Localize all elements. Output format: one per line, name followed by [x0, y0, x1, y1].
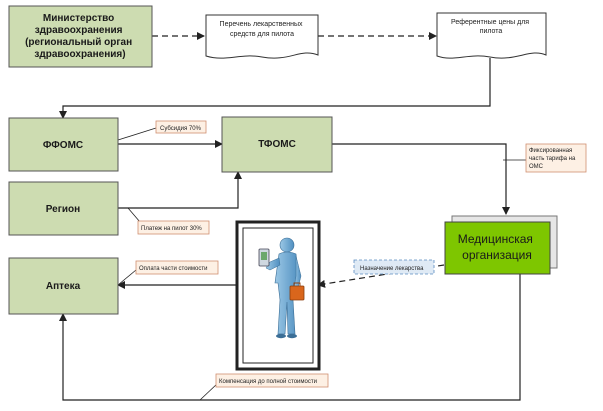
callout-partial-payment-text: Оплата части стоимости	[139, 266, 207, 272]
fixed-tariff-line-3: ОМС	[529, 164, 544, 170]
callout-subsidy-text: Субсидия 70%	[160, 126, 202, 132]
ffoms-label: ФФОМС	[43, 140, 83, 151]
ministry-line-2: здравоохранения	[35, 25, 123, 36]
ref-prices-line-2: пилота	[480, 28, 503, 35]
medical-org-line-2: организация	[462, 248, 532, 262]
callout-partial-payment: Оплата части стоимости	[135, 260, 219, 275]
leader-subsidy	[117, 127, 157, 141]
connector-region-to-tfoms	[118, 171, 242, 209]
ref-prices-line-1: Референтные цены для	[451, 19, 529, 26]
svg-text:Министерство здравоохран: Министерство здравоохранения (региональн…	[25, 13, 135, 60]
pharmacy-label: Аптека	[46, 281, 81, 292]
ministry-line-4: здравоохранения)	[34, 49, 125, 60]
ffoms-box: ФФОМС	[8, 117, 119, 172]
drug-list-document: Перечень лекарственных средств для пилот…	[205, 14, 319, 59]
medical-org-box: Медицинская организация	[444, 215, 558, 275]
svg-text:Медицинская организация: Медицинская организация	[458, 232, 536, 262]
region-box: Регион	[8, 181, 119, 236]
tfoms-box: ТФОМС	[221, 116, 333, 173]
pharmacy-box: Аптека	[8, 257, 119, 315]
ministry-line-1: Министерство	[43, 13, 114, 24]
callout-region-payment-text: Платеж на пилот 30%	[141, 226, 202, 232]
svg-text:Фиксированная часть тари: Фиксированная часть тарифа на ОМС	[529, 148, 577, 170]
tfoms-label: ТФОМС	[258, 139, 296, 150]
fixed-tariff-line-1: Фиксированная	[529, 148, 572, 154]
connector-ref-prices-to-ffoms	[59, 58, 491, 119]
leader-full-compensation	[199, 382, 219, 401]
ministry-line-3: (региональный орган	[25, 37, 132, 48]
callout-prescription: Назначение лекарства	[353, 259, 435, 275]
ministry-box: Министерство здравоохранения (региональн…	[8, 5, 153, 68]
svg-text:Референтные цены для пил: Референтные цены для пилота	[451, 19, 531, 35]
ref-prices-document: Референтные цены для пилота	[436, 12, 547, 59]
drug-list-line-2: средств для пилота	[230, 31, 294, 38]
svg-text:Перечень лекарственных с: Перечень лекарственных средств для пилот…	[220, 21, 305, 38]
region-label: Регион	[46, 204, 80, 215]
patient-icon	[258, 237, 305, 339]
callout-fixed-tariff: Фиксированная часть тарифа на ОМС	[525, 143, 587, 173]
fixed-tariff-line-2: часть тарифа на	[529, 156, 576, 162]
drug-list-line-1: Перечень лекарственных	[220, 21, 303, 28]
callout-full-compensation-text: Компенсация до полной стоимости	[219, 378, 317, 385]
patient-frame	[235, 220, 321, 371]
leader-partial-payment	[117, 269, 137, 286]
callout-prescription-text: Назначение лекарства	[360, 266, 424, 272]
callout-region-payment: Платеж на пилот 30%	[137, 220, 210, 235]
connector-tfoms-to-medical-org	[332, 143, 510, 215]
medical-org-line-1: Медицинская	[458, 232, 533, 246]
leader-region-payment	[127, 207, 141, 223]
callout-subsidy: Субсидия 70%	[155, 120, 207, 134]
connector-medical-org-to-pharmacy	[59, 274, 521, 401]
callout-full-compensation: Компенсация до полной стоимости	[215, 373, 329, 388]
